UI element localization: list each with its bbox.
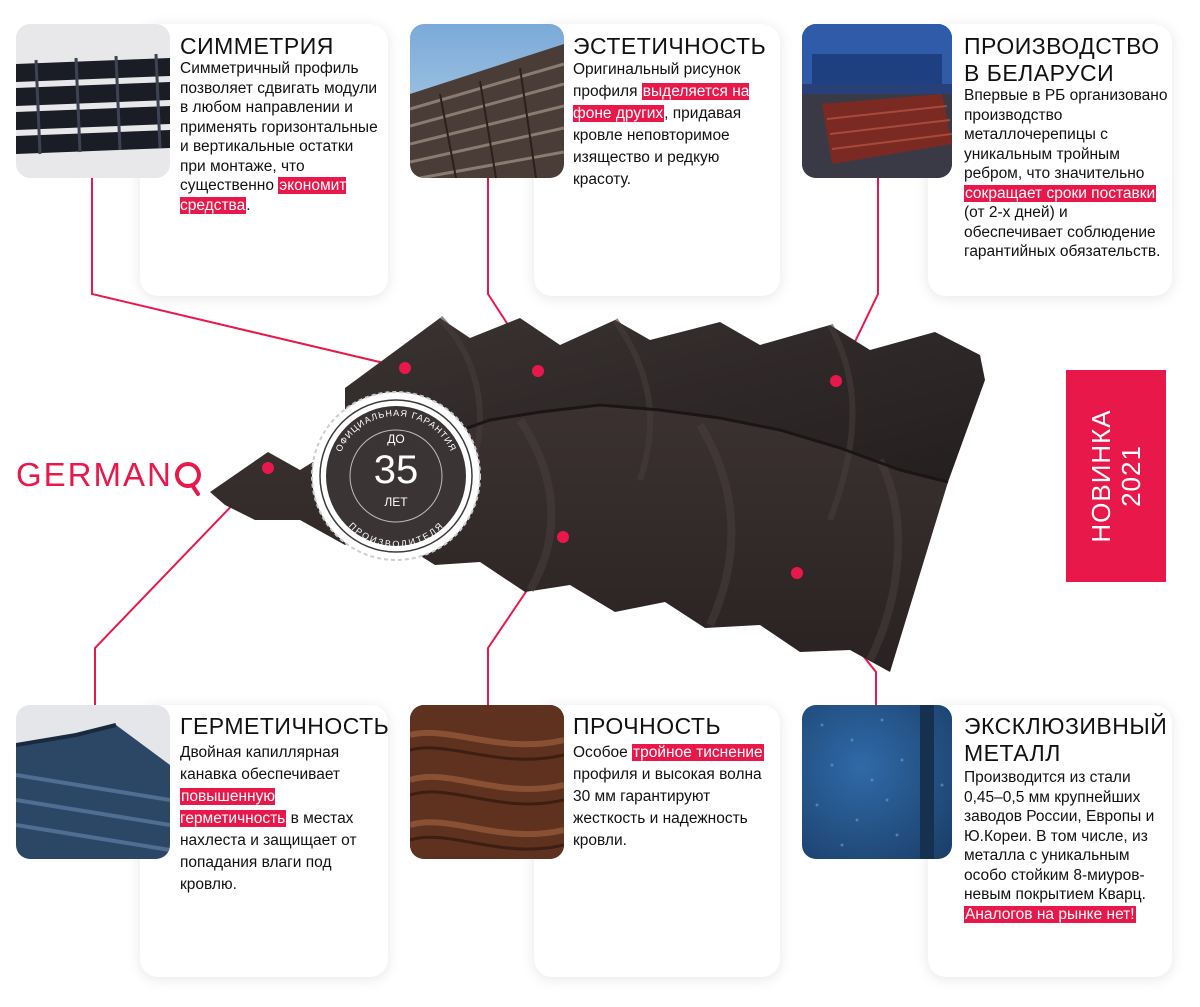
aesthetics-text: Оригинальный рисунок профиля выделяется …: [573, 59, 771, 191]
strength-image: [410, 705, 564, 859]
production-title: ПРОИЗВОДСТВО В БЕЛАРУСИ: [964, 33, 1160, 87]
metal-text: Производится из стали 0,45–0,5 мм крупне…: [964, 768, 1168, 924]
marker-metal: [791, 567, 803, 579]
metal-text-body: Производится из стали 0,45–0,5 мм крупне…: [964, 769, 1155, 903]
aesthetics-text-body: Оригинальный рисунок профиля: [573, 61, 741, 100]
aesthetics-title: ЭСТЕТИЧНОСТЬ: [573, 33, 767, 59]
production-image: [802, 24, 952, 178]
seal-years: 35: [373, 448, 419, 492]
symmetry-text: Симметричный профиль позволяет сдвигать …: [180, 59, 378, 215]
connector-symmetry: [91, 178, 406, 369]
marker-strength: [557, 531, 569, 543]
warranty-seal: ОФИЦИАЛЬНАЯ ГАРАНТИЯ ПРОИЗВОДИТЕЛЯ ДО 35…: [310, 390, 482, 562]
tightness-text-end: в местах нахлеста и защищает от попадани…: [180, 810, 357, 893]
metal-image: [802, 705, 952, 859]
germano-logo: GERMAN: [16, 455, 203, 496]
new-badge-line1: НОВИНКА: [1086, 409, 1116, 543]
symmetry-text-body: Симметричный профиль позволяет сдвигать …: [180, 60, 378, 194]
tightness-title: ГЕРМЕТИЧНОСТЬ: [180, 713, 390, 739]
production-title-line1: ПРОИЗВОДСТВО: [964, 33, 1160, 59]
tightness-highlight: повышенную герметичность: [180, 788, 287, 827]
production-text: Впервые в РБ организовано производство м…: [964, 86, 1168, 262]
feature-card-metal: [928, 705, 1172, 977]
seal-unit: ЛЕТ: [384, 495, 408, 509]
logo-text: GERMAN: [16, 456, 173, 493]
connector-tightness: [94, 467, 269, 705]
marker-symmetry: [399, 362, 411, 374]
seal-prefix: ДО: [387, 432, 405, 446]
strength-text: Особое тройное тиснение профиля и высока…: [573, 742, 771, 852]
aesthetics-text-end: , придавая кровле неповторимое изящество…: [573, 105, 742, 188]
feature-card-aesthetics: [534, 24, 780, 296]
strength-highlight: тройное тиснение: [632, 744, 764, 761]
metal-title: ЭКСКЛЮЗИВНЫЙ МЕТАЛЛ: [964, 713, 1167, 767]
symmetry-image: [16, 24, 170, 178]
aesthetics-image: [410, 24, 564, 178]
new-2021-badge: НОВИНКА 2021: [1066, 370, 1166, 582]
marker-tightness: [262, 462, 274, 474]
marker-production: [830, 375, 842, 387]
production-title-line2: В БЕЛАРУСИ: [964, 60, 1115, 86]
production-highlight: сокращает сроки поставки: [964, 184, 1157, 202]
metal-highlight: Аналогов на рынке нет!: [964, 905, 1136, 923]
new-badge-line2: 2021: [1116, 445, 1146, 507]
feature-card-symmetry: [140, 24, 388, 296]
feature-card-production: [928, 24, 1172, 296]
tightness-image: [16, 705, 170, 859]
production-text-body: Впервые в РБ организовано производство м…: [964, 87, 1168, 182]
symmetry-title: СИММЕТРИЯ: [180, 33, 334, 59]
production-text-end: (от 2-х дней) и обеспечивает соблюдение …: [964, 204, 1161, 260]
strength-text-body: Особое: [573, 744, 628, 761]
strength-title: ПРОЧНОСТЬ: [573, 713, 722, 739]
tightness-text: Двойная капиллярная канавка обеспечивает…: [180, 742, 380, 896]
metal-title-line2: МЕТАЛЛ: [964, 740, 1061, 766]
strength-text-end: профиля и высокая волна 30 мм гарантирую…: [573, 766, 762, 849]
logo-pin-icon: [174, 462, 201, 496]
symmetry-text-end: .: [246, 196, 251, 214]
feature-card-tightness: [140, 705, 388, 977]
marker-aesthetics: [532, 365, 544, 377]
tightness-text-body: Двойная капиллярная канавка обеспечивает: [180, 744, 341, 783]
metal-title-line1: ЭКСКЛЮЗИВНЫЙ: [964, 713, 1168, 739]
